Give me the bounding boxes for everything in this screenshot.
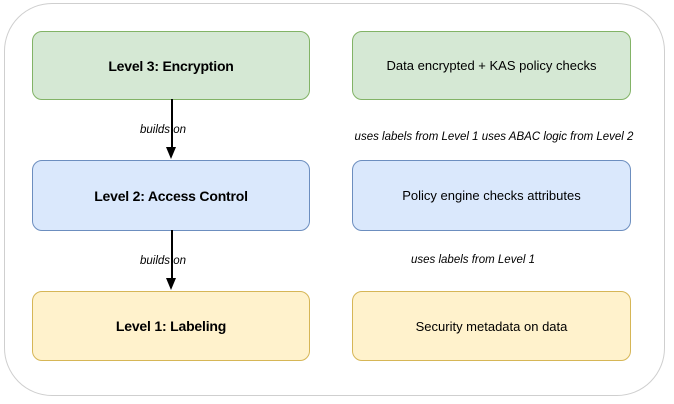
node-level-2-access-control: Level 2: Access Control xyxy=(32,160,310,231)
node-level-1-detail-text: Security metadata on data xyxy=(415,318,568,334)
arrow-line-level3-to-level2 xyxy=(170,99,173,149)
node-level-1-detail: Security metadata on data xyxy=(352,291,631,361)
edge-label-builds-on-bottom: builds on xyxy=(139,255,187,267)
arrow-head-icon xyxy=(166,278,176,290)
annotation-uses-labels-level1: uses labels from Level 1 xyxy=(410,254,536,266)
arrow-line-level2-to-level1 xyxy=(170,230,173,280)
node-level-3-encryption: Level 3: Encryption xyxy=(32,31,310,100)
node-level-3-detail: Data encrypted + KAS policy checks xyxy=(352,31,631,100)
annotation-uses-labels-abac: uses labels from Level 1 uses ABAC logic… xyxy=(354,131,634,143)
edge-label-builds-on-top: builds on xyxy=(139,124,187,136)
node-level-2-detail: Policy engine checks attributes xyxy=(352,160,631,231)
node-level-1-title: Level 1: Labeling xyxy=(115,318,227,334)
node-level-2-detail-text: Policy engine checks attributes xyxy=(402,188,581,203)
node-level-3-title: Level 3: Encryption xyxy=(108,57,234,74)
arrow-head-icon xyxy=(166,147,176,159)
node-level-2-title: Level 2: Access Control xyxy=(94,187,248,204)
node-level-3-detail-text: Data encrypted + KAS policy checks xyxy=(386,58,597,73)
node-level-1-labeling: Level 1: Labeling xyxy=(32,291,310,361)
